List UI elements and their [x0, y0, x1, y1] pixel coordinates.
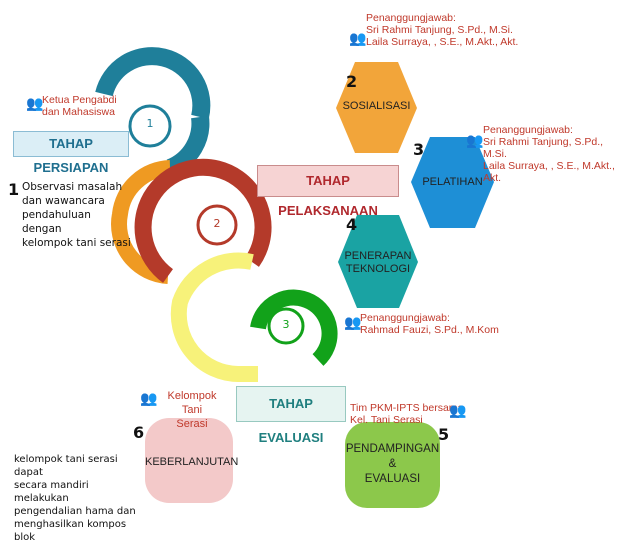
circle-1 — [128, 104, 172, 148]
persiapan-responsible-line: Ketua Pengabdi — [42, 94, 117, 106]
step-number-4: 4 — [346, 215, 358, 234]
circle-2 — [196, 204, 238, 246]
penerapan-responsible-line: Rahmad Fauzi, S.Pd., M.Kom — [360, 324, 499, 336]
keberlanjutan-note-line: pengendalian hama dan — [14, 506, 136, 517]
keberlanjutan-note: kelompok tani serasi dapat secara mandir… — [14, 453, 144, 544]
penerapan-label-line: PENERAPAN — [344, 250, 412, 262]
people-icon: 👥 — [26, 96, 44, 112]
spiral-rings — [95, 47, 494, 508]
pendampingan-label-line: PENDAMPINGAN — [345, 443, 440, 455]
step-number-3: 3 — [413, 140, 425, 159]
hexagon-sosialisasi — [336, 62, 417, 153]
keberlanjutan-responsible-line: Kelompok Tani — [167, 390, 217, 416]
stage-pelaksanaan: TAHAP PELAKSANAAN — [257, 165, 399, 218]
keberlanjutan-note-line: menghasilkan kompos blok — [14, 519, 127, 543]
pelatihan-label: PELATIHAN — [422, 176, 483, 188]
sosialisasi-responsible: Penanggungjawab: Sri Rahmi Tanjung, S.Pd… — [366, 12, 518, 48]
people-icon: 👥 — [349, 31, 367, 47]
step-number-5: 5 — [438, 425, 450, 444]
step-number-2: 2 — [346, 72, 358, 91]
pelatihan-responsible-line: Penanggungjawab: — [483, 124, 573, 136]
ring-3-green-arc — [250, 289, 338, 366]
sosialisasi-responsible-line: Penanggungjawab: — [366, 12, 456, 24]
stage-evaluasi: TAHAP EVALUASI — [236, 386, 346, 445]
pendampingan-responsible: Tim PKM-IPTS bersama Kel. Tani Serasi — [350, 402, 463, 426]
pendampingan-responsible-line: Kel. Tani Serasi — [350, 414, 423, 426]
step-number-1: 1 — [8, 180, 20, 199]
circle-number-1: 1 — [146, 117, 154, 130]
sosialisasi-responsible-line: Sri Rahmi Tanjung, S.Pd., M.Si. — [366, 24, 513, 36]
pelatihan-responsible-line: Laila Surraya, , S.E., M.Akt., Akt. — [483, 160, 615, 184]
circle-number-3: 3 — [282, 318, 290, 331]
penerapan-label-line: TEKNOLOGI — [345, 263, 411, 275]
people-icon: 👥 — [449, 403, 467, 419]
pendampingan-label: PENDAMPINGAN & EVALUASI — [345, 442, 440, 487]
pendampingan-responsible-line: Tim PKM-IPTS bersama — [350, 402, 464, 414]
persiapan-activity-line: dan wawancara — [22, 195, 105, 207]
stage-persiapan: TAHAP PERSIAPAN — [13, 131, 129, 175]
circle-3 — [267, 307, 305, 345]
persiapan-responsible: Ketua Pengabdi dan Mahasiswa — [42, 94, 117, 118]
keberlanjutan-label: KEBERLANJUTAN — [145, 456, 239, 468]
penerapan-responsible: Penanggungjawab: Rahmad Fauzi, S.Pd., M.… — [360, 312, 499, 336]
persiapan-responsible-line: dan Mahasiswa — [42, 106, 115, 118]
people-icon: 👥 — [466, 133, 484, 149]
box-pendampingan-shape — [345, 422, 440, 508]
pendampingan-label-line: & — [388, 458, 397, 470]
keberlanjutan-note-line: secara mandiri melakukan — [14, 480, 89, 504]
box-keberlanjutan-shape — [145, 418, 233, 503]
sosialisasi-label: SOSIALISASI — [342, 100, 411, 112]
pelatihan-responsible: Penanggungjawab: Sri Rahmi Tanjung, S.Pd… — [483, 124, 618, 184]
ring-2-red-arc — [134, 158, 272, 283]
persiapan-activity-line: pendahuluan dengan — [22, 209, 91, 235]
persiapan-activity: Observasi masalah dan wawancara pendahul… — [22, 180, 132, 250]
sosialisasi-responsible-line: Laila Surraya, , S.E., M.Akt., Akt. — [366, 36, 519, 48]
penerapan-responsible-line: Penanggungjawab: — [360, 312, 450, 324]
persiapan-activity-line: kelompok tani serasi — [22, 237, 131, 249]
pelatihan-responsible-line: Sri Rahmi Tanjung, S.Pd., M.Si. — [483, 136, 604, 160]
persiapan-activity-line: Observasi masalah — [22, 181, 123, 193]
ring-1-teal-arc — [95, 47, 211, 120]
step-number-6: 6 — [133, 423, 145, 442]
circle-number-2: 2 — [213, 217, 221, 230]
people-icon: 👥 — [140, 391, 158, 407]
keberlanjutan-responsible: Kelompok Tani Serasi — [157, 389, 227, 431]
ring-2-yellow-arc — [170, 252, 258, 382]
penerapan-label: PENERAPAN TEKNOLOGI — [338, 250, 418, 276]
ring-1-orange-arc — [111, 160, 171, 284]
people-icon: 👥 — [344, 315, 362, 331]
keberlanjutan-note-line: kelompok tani serasi dapat — [14, 454, 118, 478]
keberlanjutan-responsible-line: Serasi — [176, 418, 208, 430]
pendampingan-label-line: EVALUASI — [364, 473, 421, 485]
hexagon-pelatihan — [411, 137, 494, 228]
hexagon-penerapan-teknologi — [338, 215, 418, 308]
diagram-canvas: 1 2 3 TAHAP PERSIAPAN TAHAP PELAKSANAAN … — [8, 12, 618, 543]
